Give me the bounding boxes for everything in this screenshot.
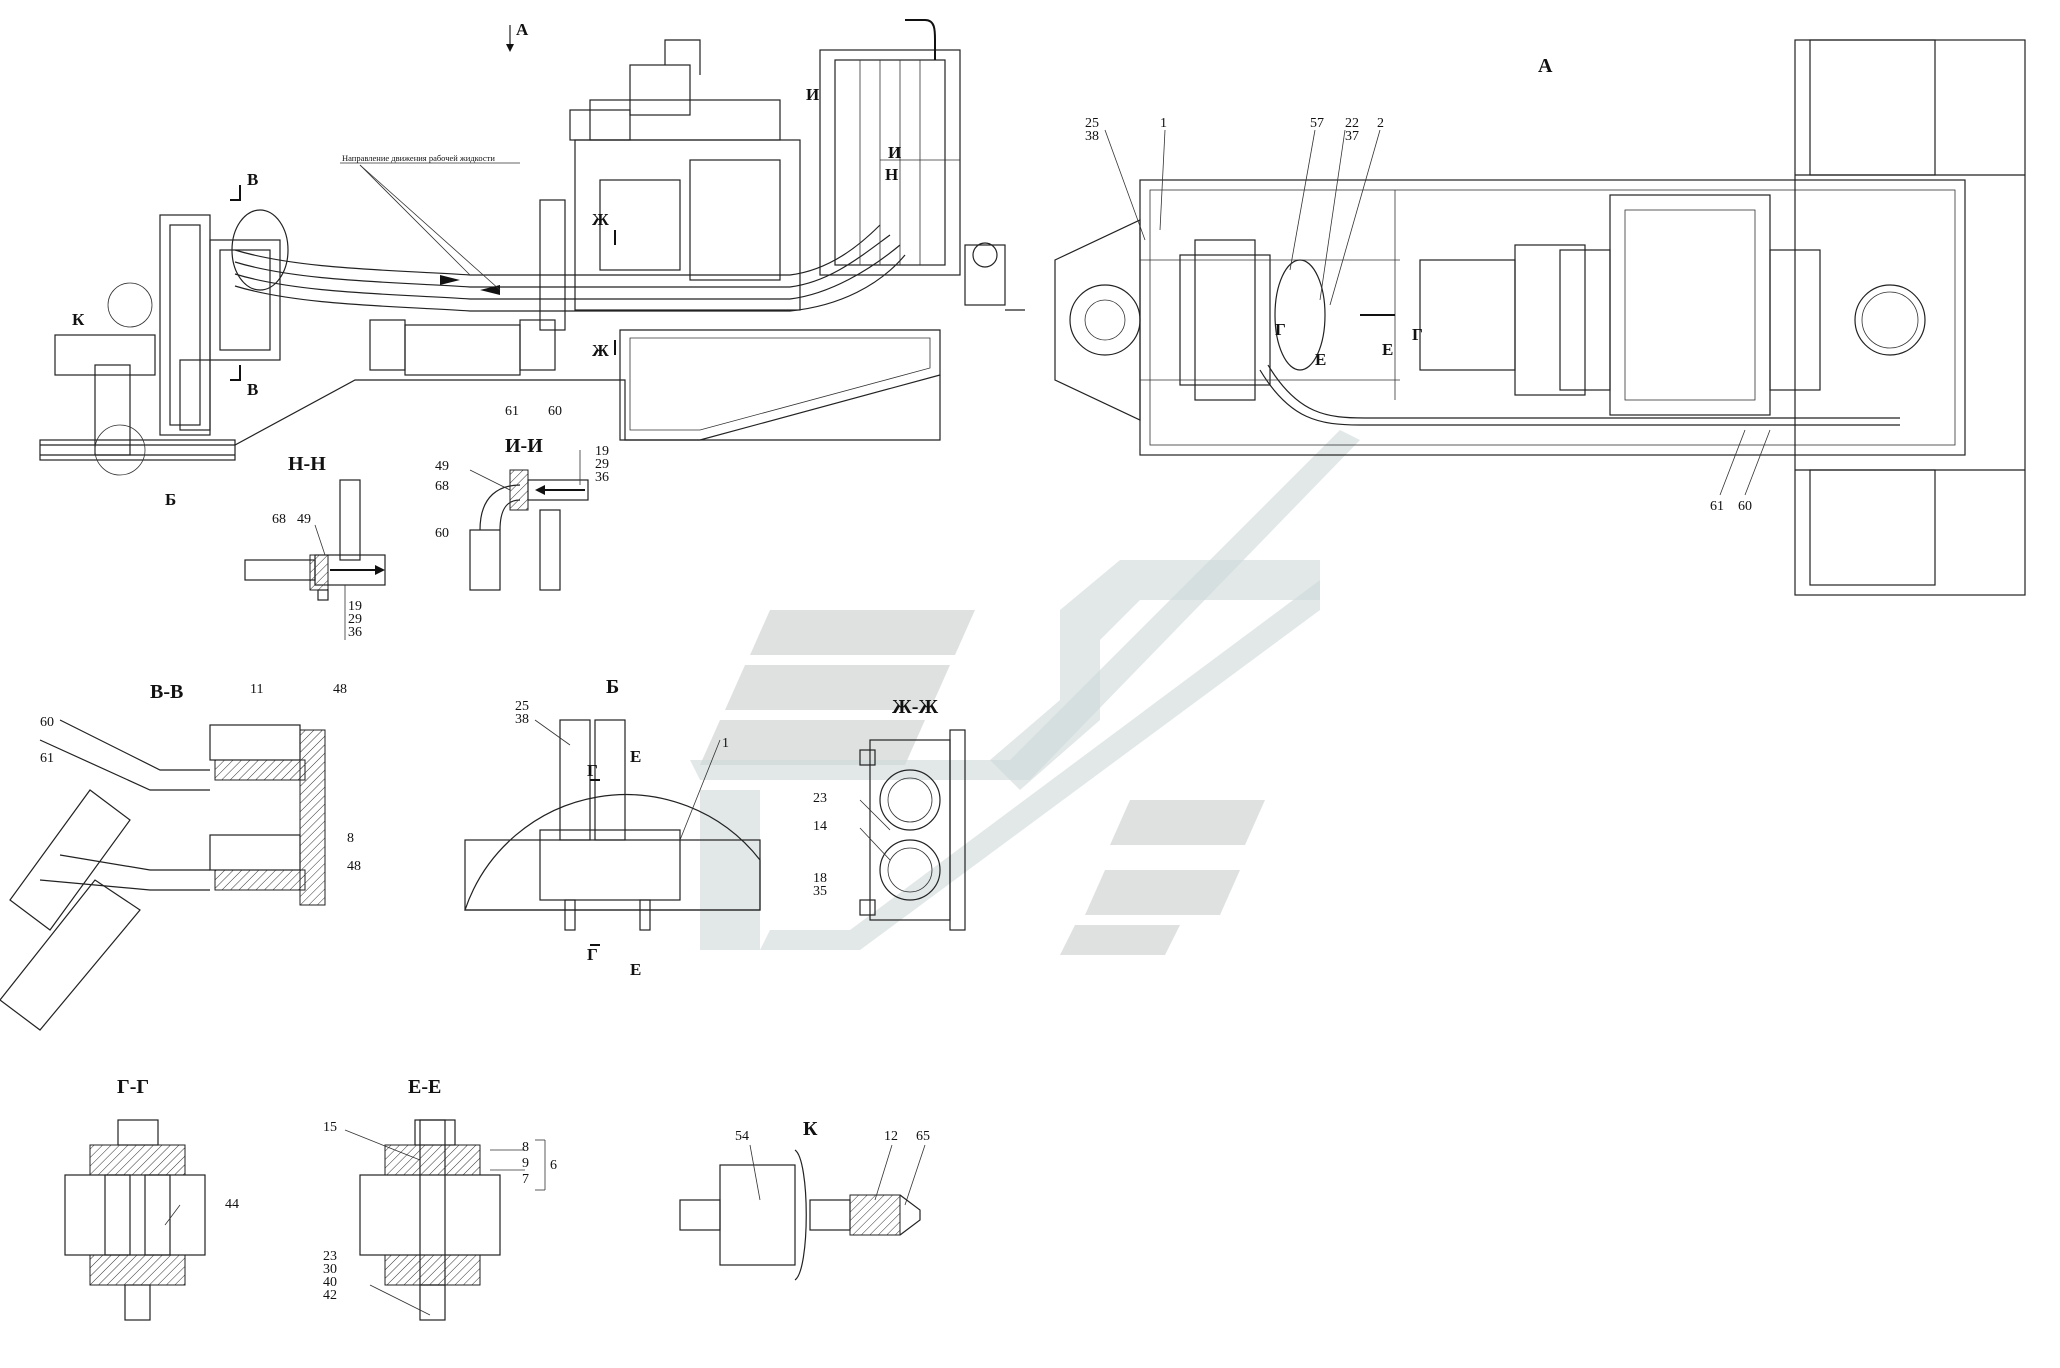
viewa-callout-37: 37 bbox=[1345, 129, 1359, 144]
vv-callout-48-top: 48 bbox=[333, 682, 347, 697]
ii-callout-68: 68 bbox=[435, 479, 449, 494]
nn-callout-29: 29 bbox=[348, 612, 362, 627]
viewa-callout-60: 60 bbox=[1738, 499, 1752, 514]
vv-callout-60: 60 bbox=[40, 715, 54, 730]
k-callout-54: 54 bbox=[735, 1129, 749, 1144]
ee-callout-23: 23 bbox=[323, 1249, 337, 1264]
nn-callout-36: 36 bbox=[348, 625, 362, 640]
main-side-view bbox=[39, 19, 1025, 476]
zhzh-callout-18: 18 bbox=[813, 871, 827, 886]
bh-marker-e-bottom: Е bbox=[630, 960, 641, 979]
gg-callout-44: 44 bbox=[225, 1197, 239, 1212]
nn-callout-49: 49 bbox=[297, 512, 311, 527]
nn-callout-19: 19 bbox=[348, 599, 362, 614]
section-vv-title: В-В bbox=[150, 681, 183, 703]
section-zhzh-title: Ж-Ж bbox=[892, 696, 938, 718]
watermark-logo bbox=[690, 430, 1360, 955]
ee-callout-42: 42 bbox=[323, 1288, 337, 1303]
callout-61: 61 bbox=[505, 404, 519, 419]
k-callout-12: 12 bbox=[884, 1129, 898, 1144]
viewa-callout-38: 38 bbox=[1085, 129, 1099, 144]
section-n-marker: Н bbox=[885, 165, 898, 184]
section-ee-title: Е-Е bbox=[408, 1076, 441, 1098]
section-zh-top-marker: Ж bbox=[592, 210, 609, 229]
ii-callout-49: 49 bbox=[435, 459, 449, 474]
ee-callout-9: 9 bbox=[522, 1156, 529, 1171]
ii-callout-29: 29 bbox=[595, 457, 609, 472]
section-b-bottom-marker: В bbox=[247, 380, 258, 399]
ee-callout-8: 8 bbox=[522, 1140, 529, 1155]
callout-60: 60 bbox=[548, 404, 562, 419]
ee-callout-7: 7 bbox=[522, 1172, 529, 1187]
detail-k-drawing bbox=[679, 1144, 926, 1281]
viewa-callout-61: 61 bbox=[1710, 499, 1724, 514]
section-b-top-marker: В bbox=[247, 170, 258, 189]
section-ee-drawing bbox=[344, 1119, 546, 1321]
bh-callout-1: 1 bbox=[722, 736, 729, 751]
viewa-callout-22: 22 bbox=[1345, 116, 1359, 131]
viewa-callout-57: 57 bbox=[1310, 116, 1324, 131]
ee-callout-6: 6 bbox=[550, 1158, 557, 1173]
ee-callout-40: 40 bbox=[323, 1275, 337, 1290]
ee-callout-15: 15 bbox=[323, 1120, 337, 1135]
view-a-drawing bbox=[1054, 39, 2026, 596]
section-gg-drawing bbox=[64, 1119, 206, 1321]
section-zh-bottom-marker: Ж bbox=[592, 341, 609, 360]
zhzh-callout-14: 14 bbox=[813, 819, 827, 834]
viewa-callout-1: 1 bbox=[1160, 116, 1167, 131]
viewa-marker-g2: Г bbox=[1412, 325, 1423, 344]
section-bh-title: Б bbox=[606, 676, 619, 698]
viewa-marker-e2: Е bbox=[1382, 340, 1393, 359]
vv-callout-11: 11 bbox=[250, 682, 263, 697]
bh-callout-25: 25 bbox=[515, 699, 529, 714]
section-i-bottom-marker: И bbox=[888, 143, 901, 162]
detail-k-title: К bbox=[803, 1118, 818, 1140]
detail-k-marker: К bbox=[72, 310, 85, 329]
ii-callout-36: 36 bbox=[595, 470, 609, 485]
section-ii-title: И-И bbox=[505, 435, 543, 457]
vv-callout-61: 61 bbox=[40, 751, 54, 766]
bh-callout-38: 38 bbox=[515, 712, 529, 727]
nn-callout-68: 68 bbox=[272, 512, 286, 527]
viewa-callout-2: 2 bbox=[1377, 116, 1384, 131]
view-a-arrow-label: А bbox=[516, 20, 529, 39]
viewa-marker-e1: Е bbox=[1315, 350, 1326, 369]
section-vv-drawing bbox=[0, 719, 326, 1031]
view-a-title: А bbox=[1538, 55, 1553, 77]
bh-marker-g-top: Г bbox=[587, 761, 598, 780]
section-ii-drawing bbox=[469, 450, 589, 591]
section-i-top-marker: И bbox=[806, 85, 819, 104]
bh-marker-e-top: Е bbox=[630, 747, 641, 766]
viewa-marker-g1: Г bbox=[1275, 320, 1286, 339]
zhzh-callout-35: 35 bbox=[813, 884, 827, 899]
k-callout-65: 65 bbox=[916, 1129, 930, 1144]
ee-callout-30: 30 bbox=[323, 1262, 337, 1277]
zhzh-callout-23: 23 bbox=[813, 791, 827, 806]
bh-marker-g-bottom: Г bbox=[587, 945, 598, 964]
section-zhzh-drawing bbox=[859, 729, 966, 931]
section-bh-drawing bbox=[464, 719, 761, 946]
ii-callout-60: 60 bbox=[435, 526, 449, 541]
section-nn-title: Н-Н bbox=[288, 453, 326, 475]
detail-bh-marker: Б bbox=[165, 490, 176, 509]
ii-callout-19: 19 bbox=[595, 444, 609, 459]
vv-callout-8: 8 bbox=[347, 831, 354, 846]
vv-callout-48-bottom: 48 bbox=[347, 859, 361, 874]
viewa-callout-25: 25 bbox=[1085, 116, 1099, 131]
flow-direction-note: Направление движения рабочей жидкости bbox=[342, 153, 495, 163]
section-nn-drawing bbox=[244, 479, 386, 640]
section-gg-title: Г-Г bbox=[117, 1076, 149, 1098]
